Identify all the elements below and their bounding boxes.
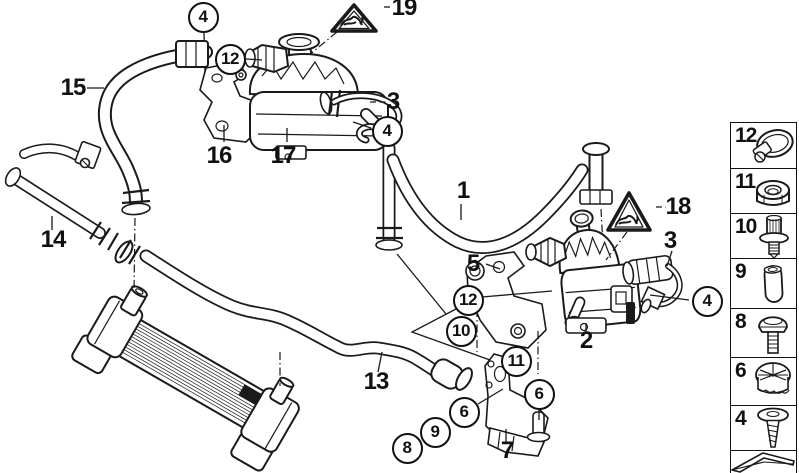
hose-14-adapter (89, 221, 119, 251)
legend-number: 9 (735, 260, 747, 283)
legend-item-next-arrow[interactable] (731, 451, 796, 473)
part-label-1[interactable]: 1 (456, 177, 470, 204)
circled-callout-10[interactable]: 10 (445, 315, 477, 347)
tapping-screw-icon (757, 407, 789, 448)
part-label-5[interactable]: 5 (466, 250, 480, 277)
pump-2-inlet (525, 236, 568, 268)
legend-item-flange-bolt[interactable]: 8 (731, 309, 796, 358)
hose-1 (375, 141, 613, 255)
hose-15 (97, 40, 213, 216)
hose-stub (19, 141, 102, 169)
legend-number: 6 (735, 359, 747, 382)
legend-number: 12 (735, 124, 757, 147)
circled-callout-12[interactable]: 12 (214, 43, 246, 75)
fasteners-legend: 12 11 10 (730, 122, 797, 473)
hose-13 (114, 239, 473, 391)
part-label-16[interactable]: 16 (206, 142, 233, 169)
part-label-18[interactable]: 18 (665, 193, 692, 220)
part-label-17[interactable]: 17 (270, 142, 297, 169)
spacer-sleeve-icon (763, 265, 784, 303)
part-label-3[interactable]: 3 (663, 227, 677, 254)
circled-callout-9[interactable]: 9 (419, 416, 451, 448)
legend-item-hose-clamp[interactable]: 12 (731, 123, 796, 169)
hose-1-right-end (579, 142, 613, 205)
circled-callout-8[interactable]: 8 (391, 432, 423, 464)
next-page-arrow-icon (731, 452, 795, 473)
legend-item-plug-screw[interactable]: 10 (731, 214, 796, 259)
pump-2-mount-pin (626, 302, 635, 324)
circled-callout-4[interactable]: 4 (691, 285, 723, 317)
circled-callout-6[interactable]: 6 (448, 396, 480, 428)
pump-17-inlet (244, 43, 290, 74)
part-label-7[interactable]: 7 (500, 437, 514, 464)
part-label-3[interactable]: 3 (386, 88, 400, 115)
hex-nut-icon (756, 180, 790, 206)
part-label-13[interactable]: 13 (363, 368, 390, 395)
part-label-2[interactable]: 2 (579, 327, 593, 354)
part-label-14[interactable]: 14 (40, 226, 67, 253)
circled-callout-4[interactable]: 4 (187, 1, 219, 33)
part-label-15[interactable]: 15 (60, 74, 87, 101)
hose-14 (4, 167, 119, 251)
auxiliary-water-pump-2 (525, 204, 643, 334)
engine-oil-cooler (71, 285, 300, 472)
hose-clamp (74, 141, 102, 169)
legend-number: 10 (735, 215, 757, 238)
hose-13-pump-end (430, 358, 473, 391)
legend-number: 4 (735, 407, 747, 430)
legend-item-tapping-screw[interactable]: 4 (731, 406, 796, 451)
bracket-7 (484, 353, 551, 457)
bracket-5 (465, 251, 547, 349)
legend-number: 8 (735, 310, 747, 333)
legend-number: 11 (735, 170, 756, 193)
circled-callout-12[interactable]: 12 (452, 284, 484, 316)
rubber-damper-icon (755, 362, 791, 394)
legend-item-spacer-sleeve[interactable]: 9 (731, 259, 796, 309)
plug-screw-icon (759, 215, 789, 259)
circled-callout-4[interactable]: 4 (371, 115, 403, 147)
cooler-inlet-nipple (120, 285, 148, 317)
part-label-19[interactable]: 19 (391, 0, 418, 21)
circled-callout-11[interactable]: 11 (500, 345, 532, 377)
damper-stud (526, 411, 551, 443)
legend-item-rubber-damper[interactable]: 6 (731, 358, 796, 406)
warning-triangle-19 (330, 3, 378, 33)
warning-triangle-18 (606, 191, 652, 232)
hose-15-lower-end (121, 188, 151, 216)
hose-holder-3-right (622, 255, 683, 314)
leader-lines (51, 6, 690, 442)
flange-bolt-icon (758, 316, 788, 354)
hose-13-elbow-end (114, 239, 141, 265)
circled-callout-6[interactable]: 6 (523, 378, 555, 410)
hose-15-clamp (175, 40, 209, 68)
legend-item-hex-nut[interactable]: 11 (731, 169, 796, 214)
hose-clamp-icon (752, 129, 794, 163)
